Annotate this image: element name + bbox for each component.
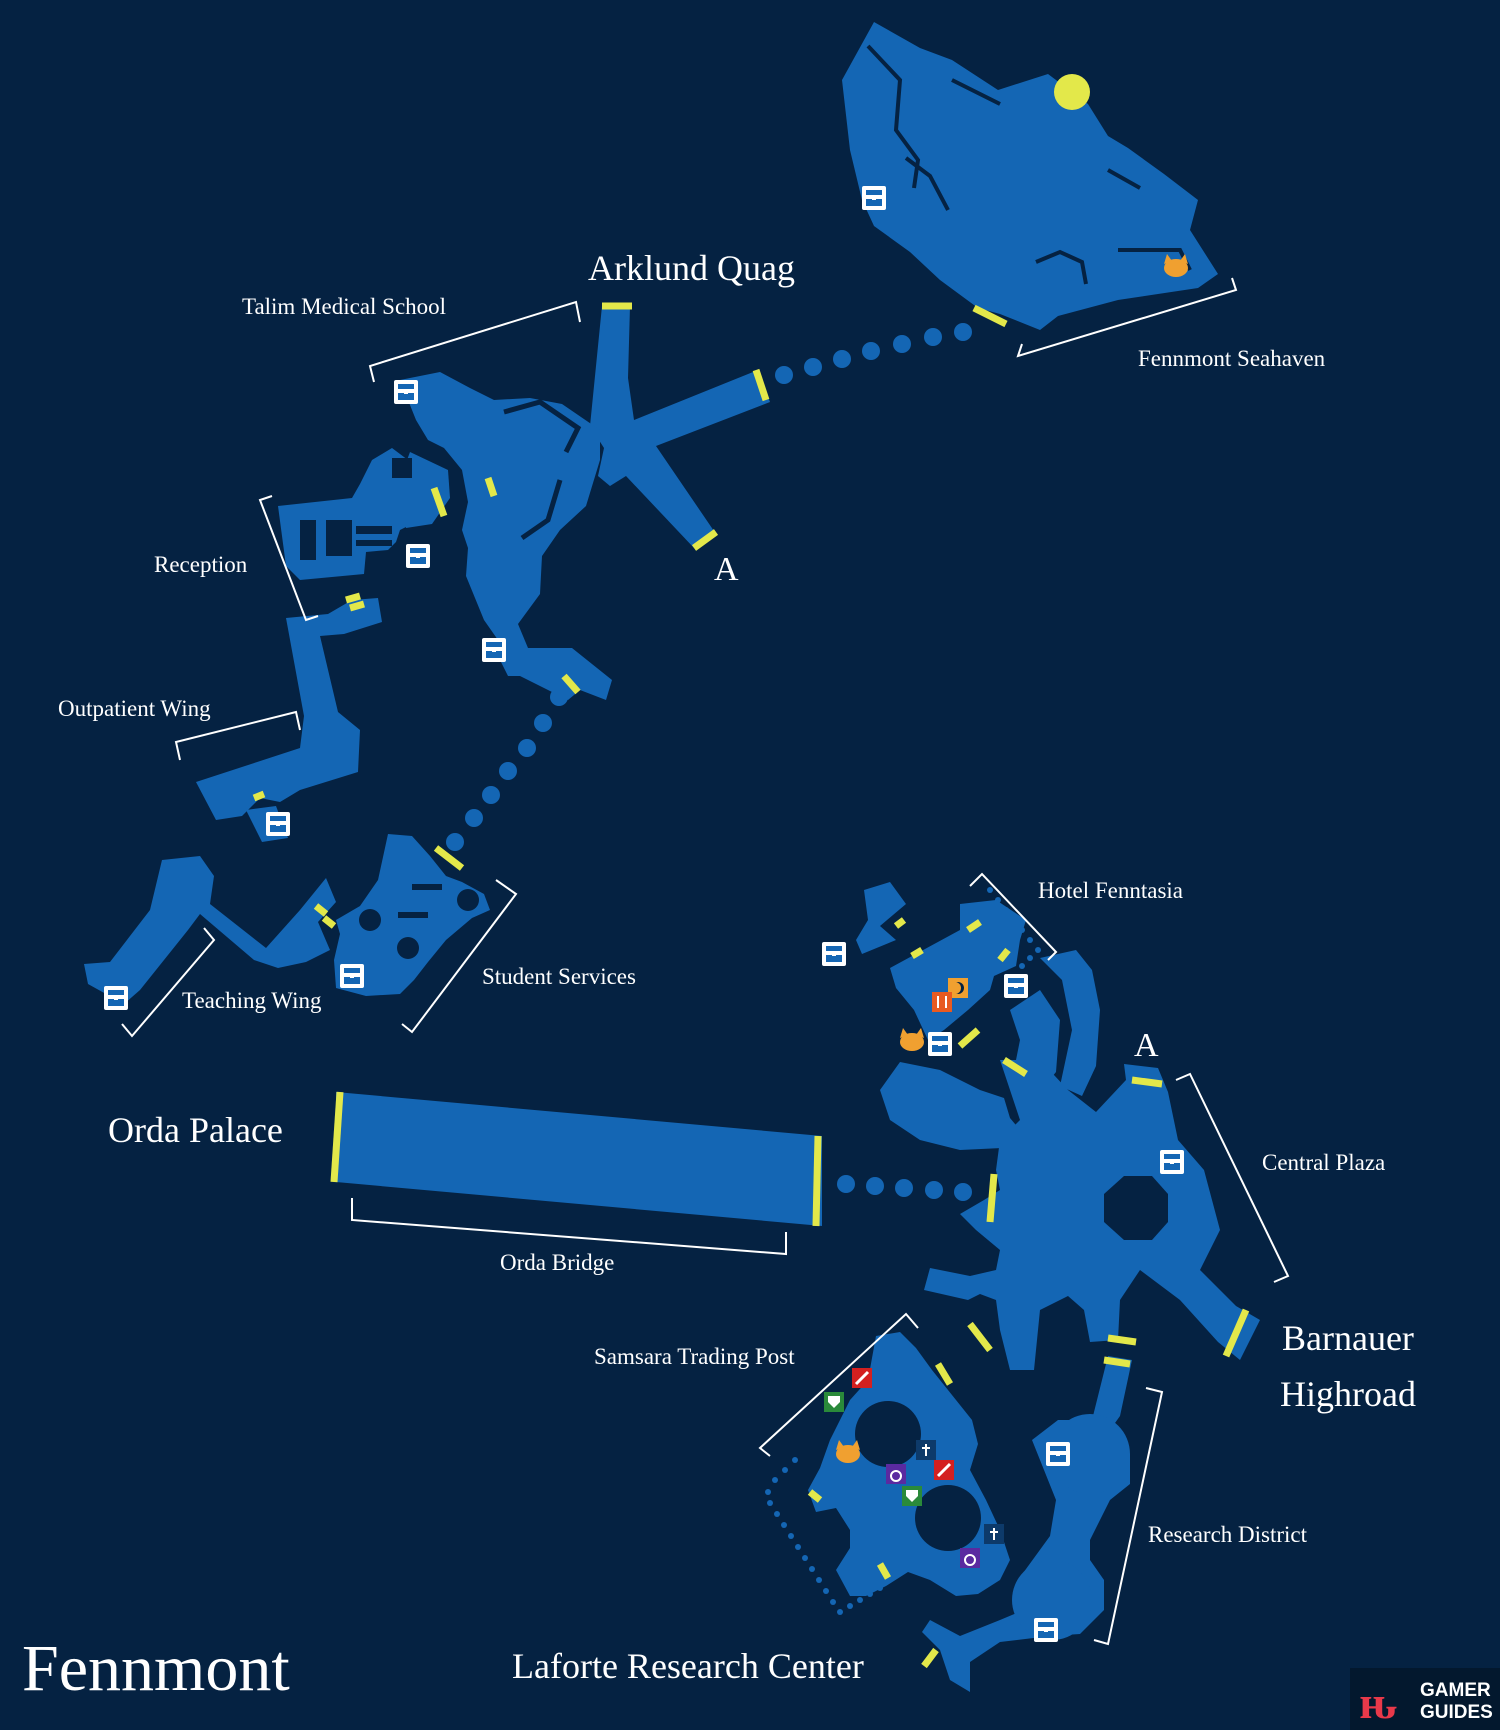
shield-icon xyxy=(902,1486,922,1506)
samsara-trading-post-label: Samsara Trading Post xyxy=(594,1344,795,1369)
map-title: Fennmont xyxy=(22,1632,290,1705)
orda-palace-label: Orda Palace xyxy=(108,1110,283,1150)
orda-bridge-label: Orda Bridge xyxy=(500,1250,614,1275)
ring-icon xyxy=(960,1548,980,1568)
save-point-icon xyxy=(822,942,846,966)
save-point-icon xyxy=(862,186,886,210)
ring-icon xyxy=(886,1464,906,1484)
save-point-icon xyxy=(1160,1150,1184,1174)
research-district-label: Research District xyxy=(1148,1522,1308,1547)
save-point-icon xyxy=(928,1032,952,1056)
save-point-icon xyxy=(482,638,506,662)
moon-icon xyxy=(948,978,968,998)
orda-bridge-area xyxy=(336,1092,822,1226)
route-medical-student-services xyxy=(446,688,568,851)
fork-knife-icon xyxy=(932,992,952,1012)
reception-area xyxy=(278,448,420,580)
save-point-icon xyxy=(1034,1618,1058,1642)
arklund-quag-area xyxy=(590,306,770,548)
exit-markers xyxy=(252,302,1250,1669)
sword-icon xyxy=(852,1368,872,1388)
fennmont-seahaven-label: Fennmont Seahaven xyxy=(1138,346,1326,371)
save-point-icon xyxy=(1004,974,1028,998)
outpatient-wing-label: Outpatient Wing xyxy=(58,696,211,721)
save-point-icon xyxy=(394,380,418,404)
central-plaza-area xyxy=(924,1060,1260,1370)
hotel-fenntasia-label: Hotel Fenntasia xyxy=(1038,878,1183,903)
shield-icon xyxy=(824,1392,844,1412)
student-services-area xyxy=(334,834,490,996)
area-brackets xyxy=(121,277,1290,1646)
save-point-icon xyxy=(266,812,290,836)
save-point-icon xyxy=(406,544,430,568)
hotel-fenntasia-area xyxy=(856,882,1100,1150)
talim-medical-school-label: Talim Medical School xyxy=(242,294,446,319)
arklund-quag-label: Arklund Quag xyxy=(588,248,795,288)
samsara-trading-post-area xyxy=(808,1332,1010,1596)
watermark-line1: GAMER xyxy=(1420,1680,1491,1701)
student-services-label: Student Services xyxy=(482,964,636,989)
gamer-guides-watermark: ԋ GAMER GUIDES xyxy=(1350,1668,1500,1730)
save-point-icon xyxy=(1046,1442,1070,1466)
sword-icon xyxy=(934,1460,954,1480)
reception-label: Reception xyxy=(154,552,248,577)
barnauer-highroad-label-line2: Highroad xyxy=(1280,1374,1416,1414)
route-seahaven-arklund xyxy=(775,323,972,384)
teaching-wing-area xyxy=(84,856,336,1004)
route-bridge-plaza xyxy=(837,1175,972,1201)
route-samsara-walkway xyxy=(765,1457,883,1615)
save-point-icon xyxy=(340,964,364,988)
potion-icon xyxy=(984,1524,1004,1544)
connector-a-north-label: A xyxy=(714,551,739,588)
research-district-area xyxy=(922,1356,1132,1692)
quest-marker-icon xyxy=(1054,74,1090,110)
connector-a-south-label: A xyxy=(1134,1027,1159,1064)
potion-icon xyxy=(916,1440,936,1460)
watermark-line2: GUIDES xyxy=(1420,1702,1493,1723)
barnauer-highroad-label-line1: Barnauer xyxy=(1282,1318,1414,1358)
gamer-guides-logo-icon: ԋ xyxy=(1360,1677,1397,1728)
save-point-icon xyxy=(104,986,128,1010)
central-plaza-label: Central Plaza xyxy=(1262,1150,1385,1175)
teaching-wing-label: Teaching Wing xyxy=(182,988,322,1013)
laforte-research-center-label: Laforte Research Center xyxy=(512,1646,864,1686)
